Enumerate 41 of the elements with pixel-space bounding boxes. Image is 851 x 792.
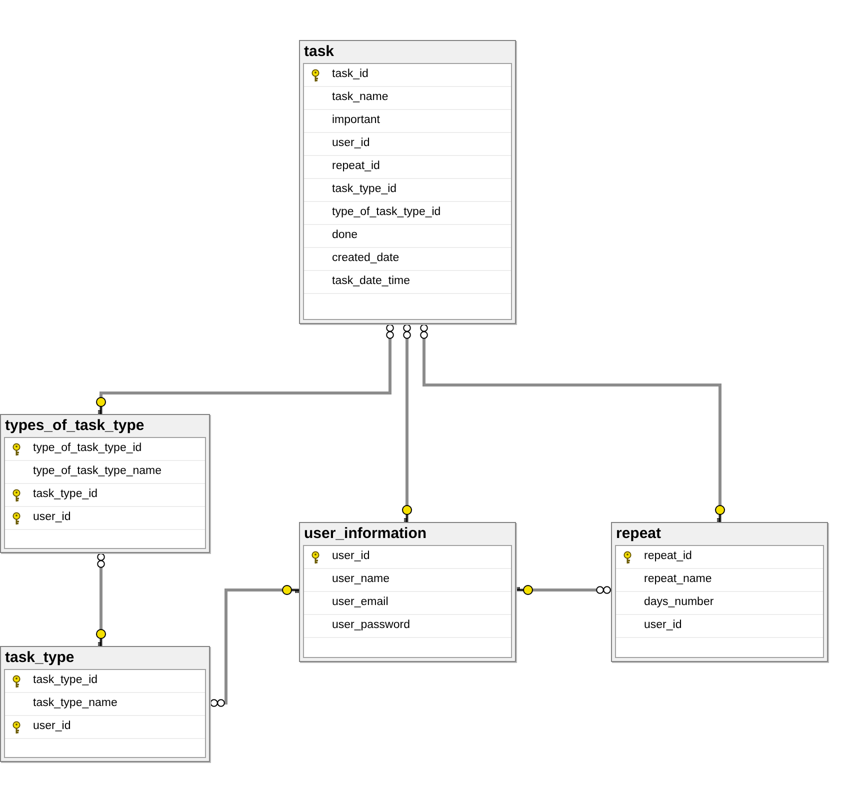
- column-name: task_id: [331, 67, 368, 82]
- column-name: repeat_name: [643, 572, 712, 588]
- column-name: task_type_name: [32, 696, 118, 712]
- column-name: important: [331, 113, 380, 128]
- table-box: [0, 646, 210, 762]
- column-name: created_date: [331, 251, 400, 266]
- table-box: [299, 522, 516, 662]
- relationship-connector: [420, 324, 726, 523]
- table-box: [611, 522, 828, 662]
- column-name: user_id: [331, 136, 370, 152]
- table-title: task_type: [4, 648, 76, 668]
- table-box: [299, 40, 516, 324]
- column-name: user_id: [643, 618, 682, 634]
- column-name: user_email: [331, 595, 388, 610]
- relationship-connector: [515, 584, 611, 596]
- column-name: repeat_id: [643, 549, 692, 564]
- column-name: done: [331, 228, 358, 244]
- column-name: user_id: [331, 549, 370, 564]
- column-name: task_type_id: [32, 673, 98, 688]
- column-name: task_type_id: [331, 182, 397, 198]
- column-name: user_name: [331, 572, 390, 588]
- relationship-connector: [96, 324, 394, 415]
- column-name: user_id: [32, 719, 71, 734]
- table-title: user_information: [303, 524, 428, 544]
- column-name: type_of_task_type_id: [32, 441, 142, 456]
- column-name: user_password: [331, 618, 410, 634]
- table-title: types_of_task_type: [4, 416, 146, 436]
- table-title: repeat: [615, 524, 662, 544]
- relationship-connector: [402, 324, 412, 523]
- table-box: [0, 414, 210, 553]
- relationship-connector: [210, 584, 300, 707]
- column-name: task_name: [331, 90, 388, 106]
- column-name: days_number: [643, 595, 714, 610]
- column-name: type_of_task_type_name: [32, 464, 162, 480]
- column-name: task_date_time: [331, 274, 410, 290]
- column-name: repeat_id: [331, 159, 380, 174]
- column-name: task_type_id: [32, 487, 98, 502]
- table-title: task: [303, 42, 336, 62]
- column-name: user_id: [32, 510, 71, 526]
- column-name: type_of_task_type_id: [331, 205, 441, 220]
- relationship-connector: [96, 553, 106, 647]
